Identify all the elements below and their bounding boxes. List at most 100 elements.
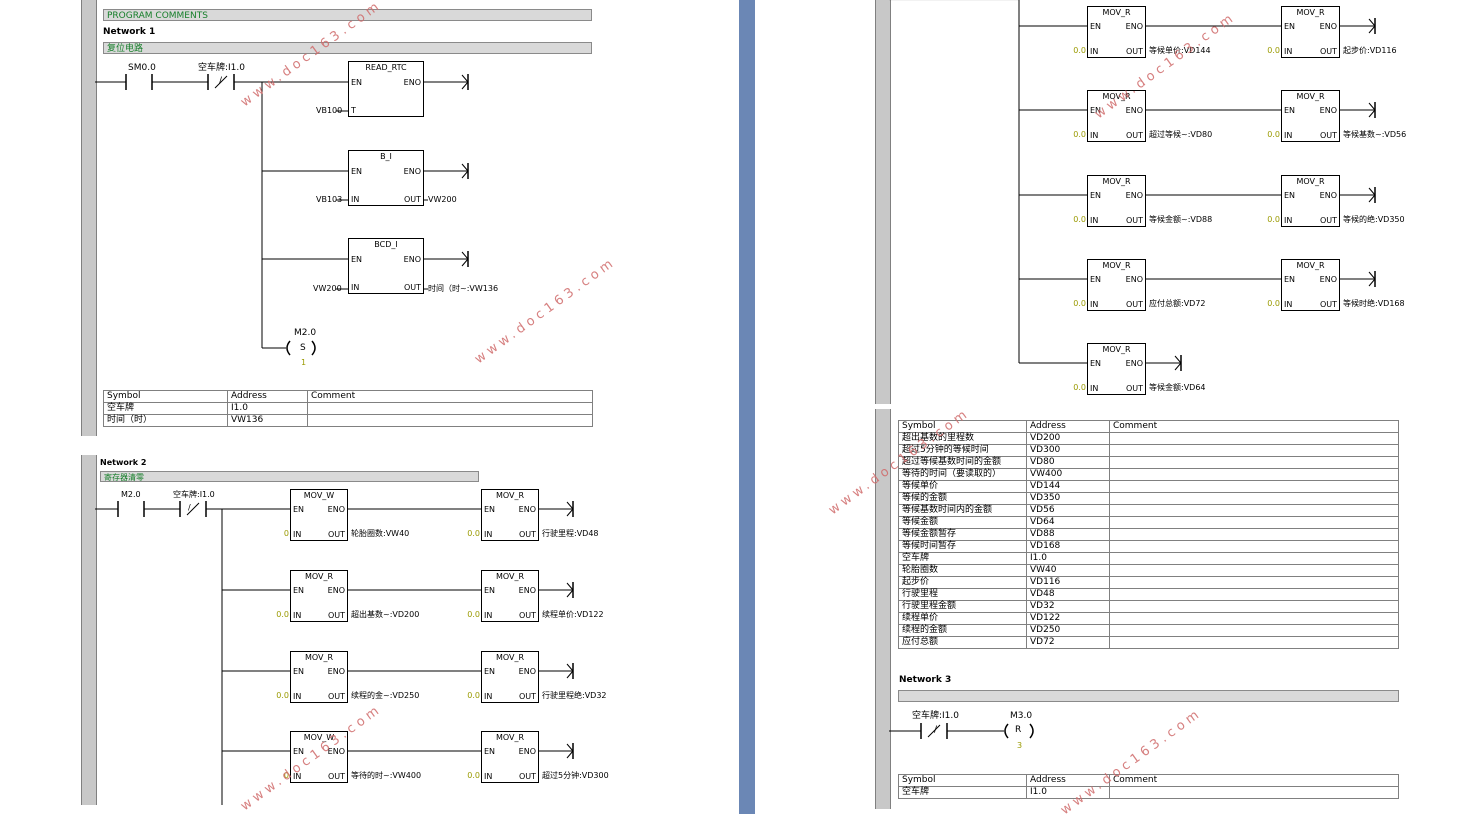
block-out-label: 等候时绝:VD168 [1343, 299, 1405, 308]
pin-in: IN [1090, 384, 1099, 393]
cell-comment [1109, 528, 1399, 541]
pin-eno: ENO [518, 667, 536, 676]
block-name: MOV_R [1102, 8, 1131, 17]
wire [566, 501, 574, 510]
cell-symbol: 空车牌 [898, 786, 1027, 799]
block-name: BCD_I [374, 240, 398, 249]
bcd-i-in-label: VW200 [313, 284, 342, 293]
b-i-in-label: VB103 [316, 195, 343, 204]
contact-sm0-label: SM0.0 [128, 63, 156, 73]
block-in-constant: 0.0 [276, 691, 289, 700]
bcd-i-block[interactable]: BCD_I EN ENO IN OUT [348, 238, 424, 294]
pin-in: IN [293, 530, 302, 539]
pin-eno: ENO [327, 747, 345, 756]
wire [1174, 355, 1182, 364]
pin-out: OUT [1319, 131, 1337, 140]
wire [1368, 25, 1376, 34]
cell-comment [1109, 516, 1399, 529]
block-in-constant: 0 [283, 529, 289, 538]
coil [286, 340, 316, 356]
block-in-constant: 0.0 [1267, 46, 1280, 55]
block-out-label: 续程单价:VD122 [542, 610, 604, 619]
pin-out: OUT [1125, 216, 1143, 225]
block-name: MOV_W [303, 491, 335, 500]
left-rail-network2 [81, 455, 97, 805]
block-out-label: 行驶里程绝:VD32 [542, 691, 607, 700]
pin-in: IN [484, 692, 493, 701]
block-name: MOV_R [1296, 92, 1325, 101]
wire [1368, 194, 1376, 203]
n3-contact-label: 空车牌:I1.0 [912, 711, 959, 721]
block-name: MOV_R [495, 653, 525, 662]
pin-eno: ENO [327, 505, 345, 514]
block-in-constant: 0.0 [467, 529, 480, 538]
pin-out: OUT [327, 692, 345, 701]
block-out-label: 等候基数~:VD56 [1343, 130, 1407, 139]
wire [1368, 278, 1376, 287]
pin-eno: ENO [403, 167, 421, 176]
cell-symbol: 等候时间暂存 [898, 540, 1027, 553]
block-in-constant: 0.0 [467, 771, 480, 780]
network1-comment-bar[interactable]: 复位电路 [103, 42, 592, 54]
pin-eno: ENO [1319, 275, 1337, 284]
cell-address: VD168 [1026, 540, 1110, 553]
pin-in: IN [293, 772, 302, 781]
block-in-constant: 0.0 [1073, 299, 1086, 308]
cell-address: I1.0 [1026, 552, 1110, 565]
b-i-block[interactable]: B_I EN ENO IN OUT [348, 150, 424, 206]
cell-address: VD88 [1026, 528, 1110, 541]
cell-address: VD80 [1026, 456, 1110, 469]
wire [566, 670, 574, 679]
network2-comment-bar[interactable]: 寄存器清零 [100, 471, 479, 482]
pin-eno: ENO [1125, 359, 1143, 368]
pin-in: IN [484, 611, 493, 620]
col-address: Address [227, 390, 308, 403]
cell-address: VD350 [1026, 492, 1110, 505]
nc-slash: / [219, 76, 223, 86]
pin-en: EN [1090, 359, 1102, 368]
cell-address: VW40 [1026, 564, 1110, 577]
block-name: MOV_R [1102, 92, 1131, 101]
block-out-label: 超过5分钟:VD300 [542, 771, 609, 780]
cell-address: VD250 [1026, 624, 1110, 637]
read-rtc-block[interactable]: READ_RTC EN ENO T [348, 61, 424, 117]
wire [927, 724, 941, 738]
wire [1368, 18, 1376, 27]
network3-comment-bar[interactable] [898, 690, 1399, 702]
block-name: MOV_R [495, 572, 525, 581]
right-rail-top [875, 0, 891, 404]
block-out-label: 续程的金~:VD250 [351, 691, 420, 700]
wire [566, 508, 574, 517]
cell-symbol: 时间（时） [103, 414, 228, 427]
pin-in: IN [1090, 47, 1099, 56]
block-out-label: 等候金额:VD64 [1149, 383, 1206, 392]
block-out-label: 行驶里程:VD48 [542, 529, 599, 538]
program-comments-bar[interactable]: PROGRAM COMMENTS [103, 9, 592, 21]
n3-nc-slash: / [934, 725, 938, 735]
pin-in: IN [351, 195, 360, 204]
block-in-constant: 0.0 [467, 610, 480, 619]
wire [461, 81, 469, 90]
cell-symbol: 等候金额 [898, 516, 1027, 529]
